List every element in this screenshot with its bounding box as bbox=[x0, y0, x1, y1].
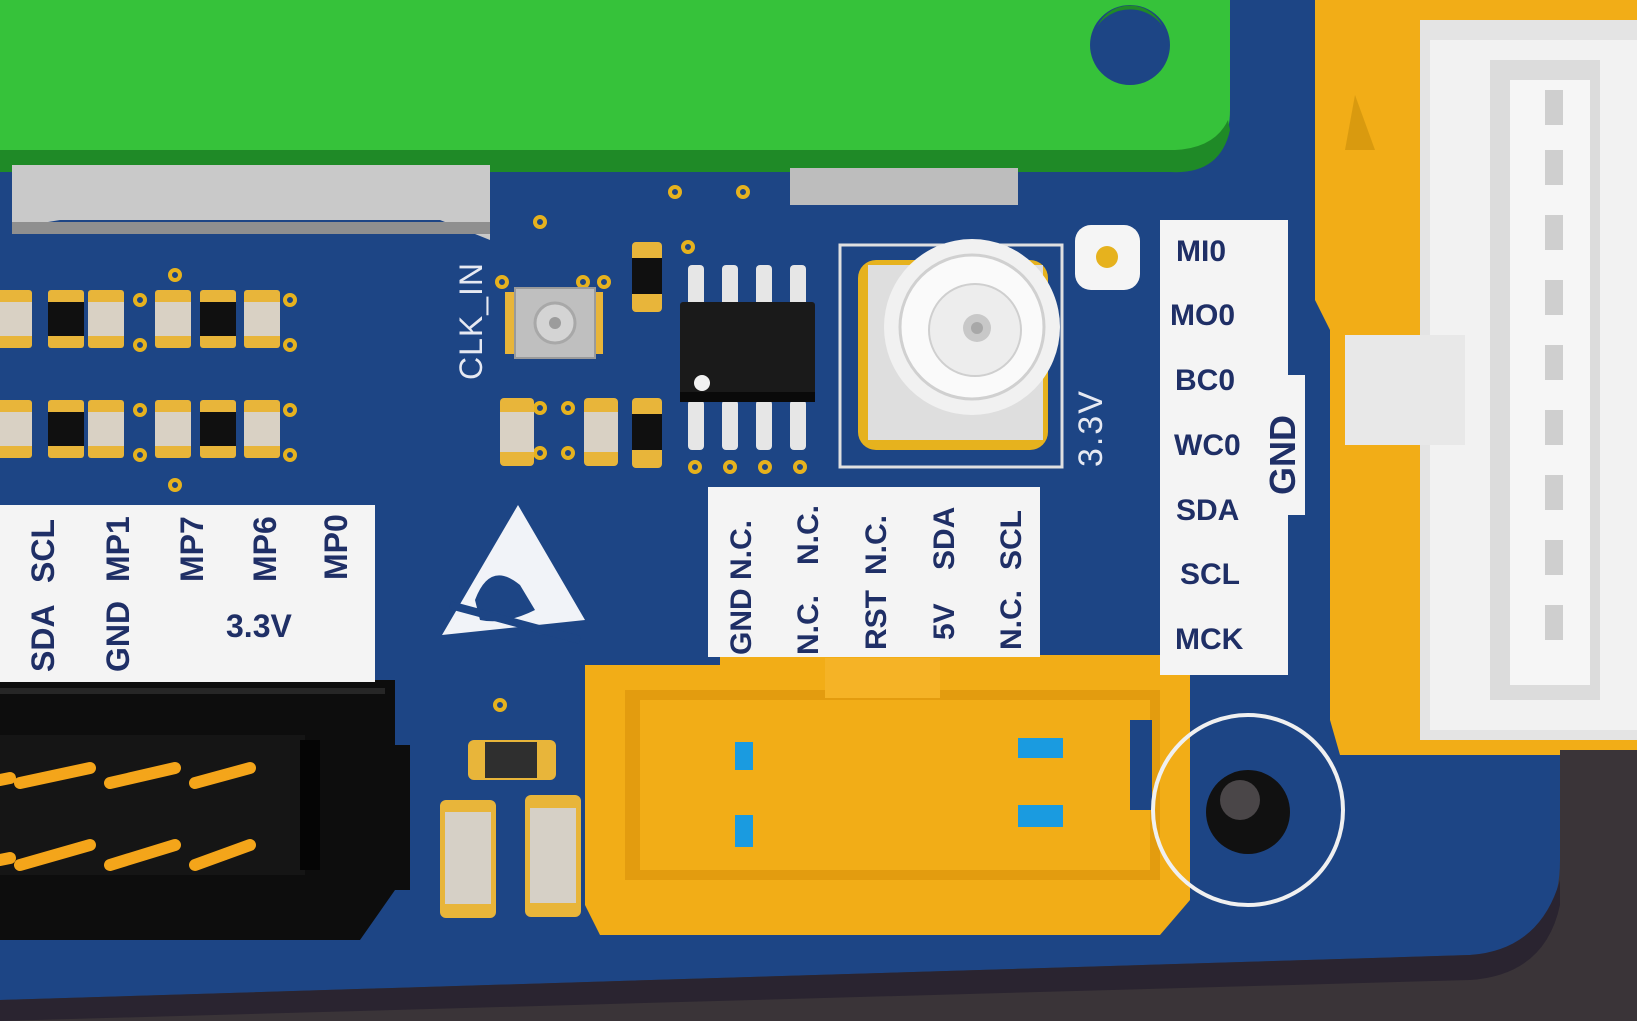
standoff-left bbox=[12, 165, 490, 240]
right-header-silk-gnd bbox=[1255, 375, 1305, 515]
mounting-hole-top bbox=[1090, 5, 1170, 85]
smd-caps-middle bbox=[500, 242, 662, 468]
smd-array-left bbox=[0, 290, 280, 458]
right-pin-scl: SCL bbox=[1180, 558, 1240, 591]
sma-connector bbox=[838, 239, 1064, 469]
mounting-hole-bottom bbox=[1151, 713, 1345, 907]
ufl-connector bbox=[505, 287, 603, 359]
right-pin-bc0: BC0 bbox=[1175, 364, 1236, 397]
daughter-board bbox=[0, 0, 1230, 165]
mid-col3-pin1: RST bbox=[860, 590, 893, 650]
pcb-bottom-edge bbox=[0, 880, 1560, 1021]
left-pin-gnd: GND bbox=[100, 600, 136, 672]
sma-voltage-label: 3.3V bbox=[1072, 389, 1110, 467]
right-pin-mck: MCK bbox=[1175, 623, 1244, 656]
mid-col2-pin1: N.C. bbox=[792, 595, 825, 655]
right-pin-mi0: MI0 bbox=[1176, 235, 1227, 268]
mounting-hole-top-rim bbox=[1095, 5, 1165, 31]
mid-col5-pin2: SCL bbox=[995, 510, 1028, 570]
connector-right bbox=[1300, 0, 1637, 755]
standoff-left-shadow bbox=[12, 222, 490, 234]
right-pin-wc0: WC0 bbox=[1174, 429, 1241, 462]
left-pin-mp7: MP7 bbox=[174, 516, 210, 582]
mid-col2-pin2: N.C. bbox=[792, 505, 825, 565]
mid-col3-pin2: N.C. bbox=[860, 515, 893, 575]
smd-bottom-left bbox=[440, 740, 581, 918]
connector-middle-yellow bbox=[585, 655, 1190, 935]
right-board-edge bbox=[1560, 750, 1637, 1021]
daughter-board-edge bbox=[0, 120, 1230, 173]
mid-col1-pin1: GND bbox=[725, 588, 758, 655]
left-pin-sda: SDA bbox=[25, 604, 61, 672]
mid-col4-pin2: SDA bbox=[928, 506, 961, 570]
mid-col1-pin2: N.C. bbox=[725, 520, 758, 580]
esd-warning-icon bbox=[442, 505, 585, 644]
left-pin-mp6: MP6 bbox=[247, 516, 283, 582]
left-supply-label: 3.3V bbox=[226, 608, 292, 644]
mid-col5-pin1: N.C. bbox=[995, 590, 1028, 650]
mid-col4-pin1: 5V bbox=[928, 603, 961, 640]
left-header-silk bbox=[0, 505, 375, 682]
left-pin-mp1: MP1 bbox=[100, 516, 136, 582]
left-pin-mp0: MP0 bbox=[318, 514, 354, 580]
standoff-right bbox=[790, 168, 1018, 205]
idc-header-black bbox=[0, 680, 410, 940]
soic8-chip bbox=[680, 265, 815, 450]
middle-header-silk bbox=[708, 487, 1040, 657]
sma-power-pad bbox=[1096, 246, 1118, 268]
right-pin-mo0: MO0 bbox=[1170, 299, 1236, 332]
right-pin-sda: SDA bbox=[1176, 494, 1240, 527]
right-gnd-label: GND bbox=[1262, 415, 1303, 495]
left-pin-scl: SCL bbox=[25, 519, 61, 583]
clk-in-label: CLK_IN bbox=[453, 261, 489, 380]
